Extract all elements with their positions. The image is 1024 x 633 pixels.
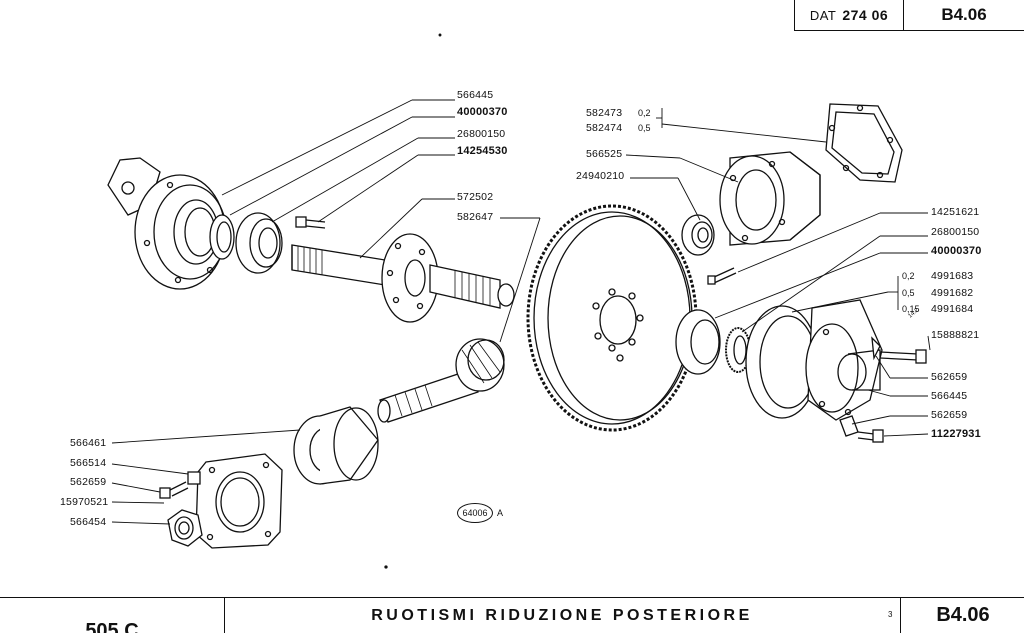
upper-right-bearing [681, 214, 715, 256]
left-housing-flange [107, 157, 227, 290]
drawing-reference-suffix: A [497, 508, 504, 518]
part-label-14251621: 14251621 [931, 206, 980, 218]
lower-small-parts [159, 471, 203, 547]
part-label-40000370: 40000370 [457, 106, 508, 118]
upper-right-gasket [825, 103, 903, 183]
right-housing [805, 299, 883, 421]
right-bolts [839, 336, 927, 443]
shim-thickness-0-5: 0,5 [638, 123, 651, 133]
lower-cover [195, 453, 283, 549]
model-cell: 505 C [0, 598, 225, 633]
part-label-562659-left: 562659 [70, 476, 107, 488]
part-label-11227931: 11227931 [931, 428, 981, 440]
dat-cell: DAT 274 06 [795, 0, 904, 30]
right-bearing-set [675, 309, 751, 375]
part-label-15888821: 15888821 [931, 329, 980, 341]
shim-thickness-0-15-right: 0,15 [902, 304, 920, 314]
sheet-header: DAT 274 06 B4.06 [794, 0, 1024, 31]
lower-bearing [293, 406, 379, 485]
part-label-566525: 566525 [586, 148, 623, 160]
part-label-562659-right-a: 562659 [931, 371, 968, 383]
shim-thickness-0-2: 0,2 [638, 108, 651, 118]
ring-gear [526, 204, 698, 432]
part-label-26800150: 26800150 [457, 128, 506, 140]
part-label-4991682: 4991682 [931, 287, 974, 299]
sheet-title: RUOTISMI RIDUZIONE POSTERIORE [371, 606, 753, 624]
part-label-4991684: 4991684 [931, 303, 974, 315]
part-label-572502: 572502 [457, 191, 494, 203]
part-label-4991683: 4991683 [931, 270, 974, 282]
part-label-566445-right: 566445 [931, 390, 968, 402]
right-small-bolt [707, 267, 737, 285]
model-name: 505 C [85, 620, 139, 633]
part-label-562659-right-b: 562659 [931, 409, 968, 421]
footer-sheet-code: B4.06 [900, 598, 1024, 633]
small-bolt [295, 216, 326, 229]
shim-thickness-0-2-right: 0,2 [902, 271, 915, 281]
dat-label: DAT [809, 7, 837, 23]
part-label-566461: 566461 [70, 437, 107, 449]
part-label-40000370-right: 40000370 [931, 245, 982, 257]
part-label-582473: 582473 [586, 107, 623, 119]
upper-shaft [291, 233, 515, 323]
part-label-26800150-right: 26800150 [931, 226, 980, 238]
part-label-566454: 566454 [70, 516, 107, 528]
part-label-15970521: 15970521 [60, 496, 109, 508]
sheet-footer: 505 C RUOTISMI RIDUZIONE POSTERIORE 3 B4… [0, 597, 1024, 633]
part-label-582474: 582474 [586, 122, 623, 134]
part-label-566445: 566445 [457, 89, 494, 101]
page-number: 3 [888, 610, 893, 619]
part-label-24940210: 24940210 [576, 170, 625, 182]
part-label-566514: 566514 [70, 457, 107, 469]
left-seal-bearing [209, 212, 283, 274]
leader-lines [111, 99, 931, 525]
shim-thickness-0-5-right: 0,5 [902, 288, 915, 298]
sheet-code: B4.06 [941, 5, 987, 24]
part-label-14254530: 14254530 [457, 145, 508, 157]
differential-carrier [719, 151, 821, 246]
part-label-582647: 582647 [457, 211, 494, 223]
drawing-reference-stamp: 64006 [457, 503, 493, 523]
pinion-shaft [377, 338, 505, 423]
dat-number: 274 06 [842, 7, 889, 23]
